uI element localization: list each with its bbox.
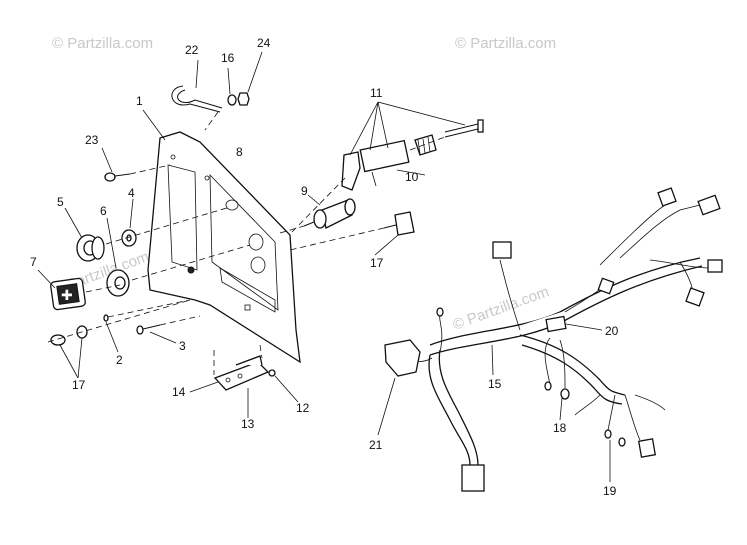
callout-11: 11 xyxy=(370,86,383,100)
callout-7: 7 xyxy=(30,255,37,269)
hitch-pin xyxy=(171,85,223,131)
callout-9: 9 xyxy=(301,184,308,198)
callout-10: 10 xyxy=(405,170,419,184)
callout-numbers: 22 16 24 1 11 23 8 10 9 5 4 6 7 17 20 2 … xyxy=(30,36,619,498)
washer xyxy=(227,94,237,106)
callout-2: 2 xyxy=(116,353,123,367)
callout-15: 15 xyxy=(488,377,502,391)
callout-17: 17 xyxy=(370,256,384,270)
callout-20: 20 xyxy=(605,324,619,338)
callout-19: 19 xyxy=(603,484,617,498)
callout-16: 16 xyxy=(221,51,235,65)
mounting-panel xyxy=(147,131,301,364)
flat-washer xyxy=(121,229,137,247)
watermark: © Partzilla.com xyxy=(52,35,153,52)
screw xyxy=(104,164,171,182)
rivet xyxy=(103,299,191,322)
callout-14: 14 xyxy=(172,385,186,399)
callout-3: 3 xyxy=(179,339,186,353)
callout-23: 23 xyxy=(85,133,99,147)
knurled-nut xyxy=(106,269,130,297)
callout-4: 4 xyxy=(128,186,135,200)
indicator-lens: ✚ xyxy=(50,277,86,311)
svg-text:✚: ✚ xyxy=(61,288,73,304)
grommet xyxy=(76,234,105,262)
callout-18: 18 xyxy=(553,421,567,435)
callout-17: 17 xyxy=(72,378,86,392)
leader-lines xyxy=(37,51,611,482)
callout-1: 1 xyxy=(136,94,143,108)
bracket xyxy=(213,344,276,391)
watermark: © Partzilla.com xyxy=(455,35,556,52)
switch-assembly xyxy=(291,119,484,233)
callout-13: 13 xyxy=(241,417,255,431)
rotary-switch xyxy=(279,198,356,234)
callout-22: 22 xyxy=(185,43,199,57)
callout-24: 24 xyxy=(257,36,271,50)
toggle-switch xyxy=(289,211,415,251)
callout-12: 12 xyxy=(296,401,310,415)
nut xyxy=(237,92,250,106)
callout-5: 5 xyxy=(57,195,64,209)
wiring-harness xyxy=(384,187,723,492)
callout-6: 6 xyxy=(100,204,107,218)
callout-8: 8 xyxy=(236,145,243,159)
bolt xyxy=(136,315,201,335)
callout-21: 21 xyxy=(369,438,383,452)
